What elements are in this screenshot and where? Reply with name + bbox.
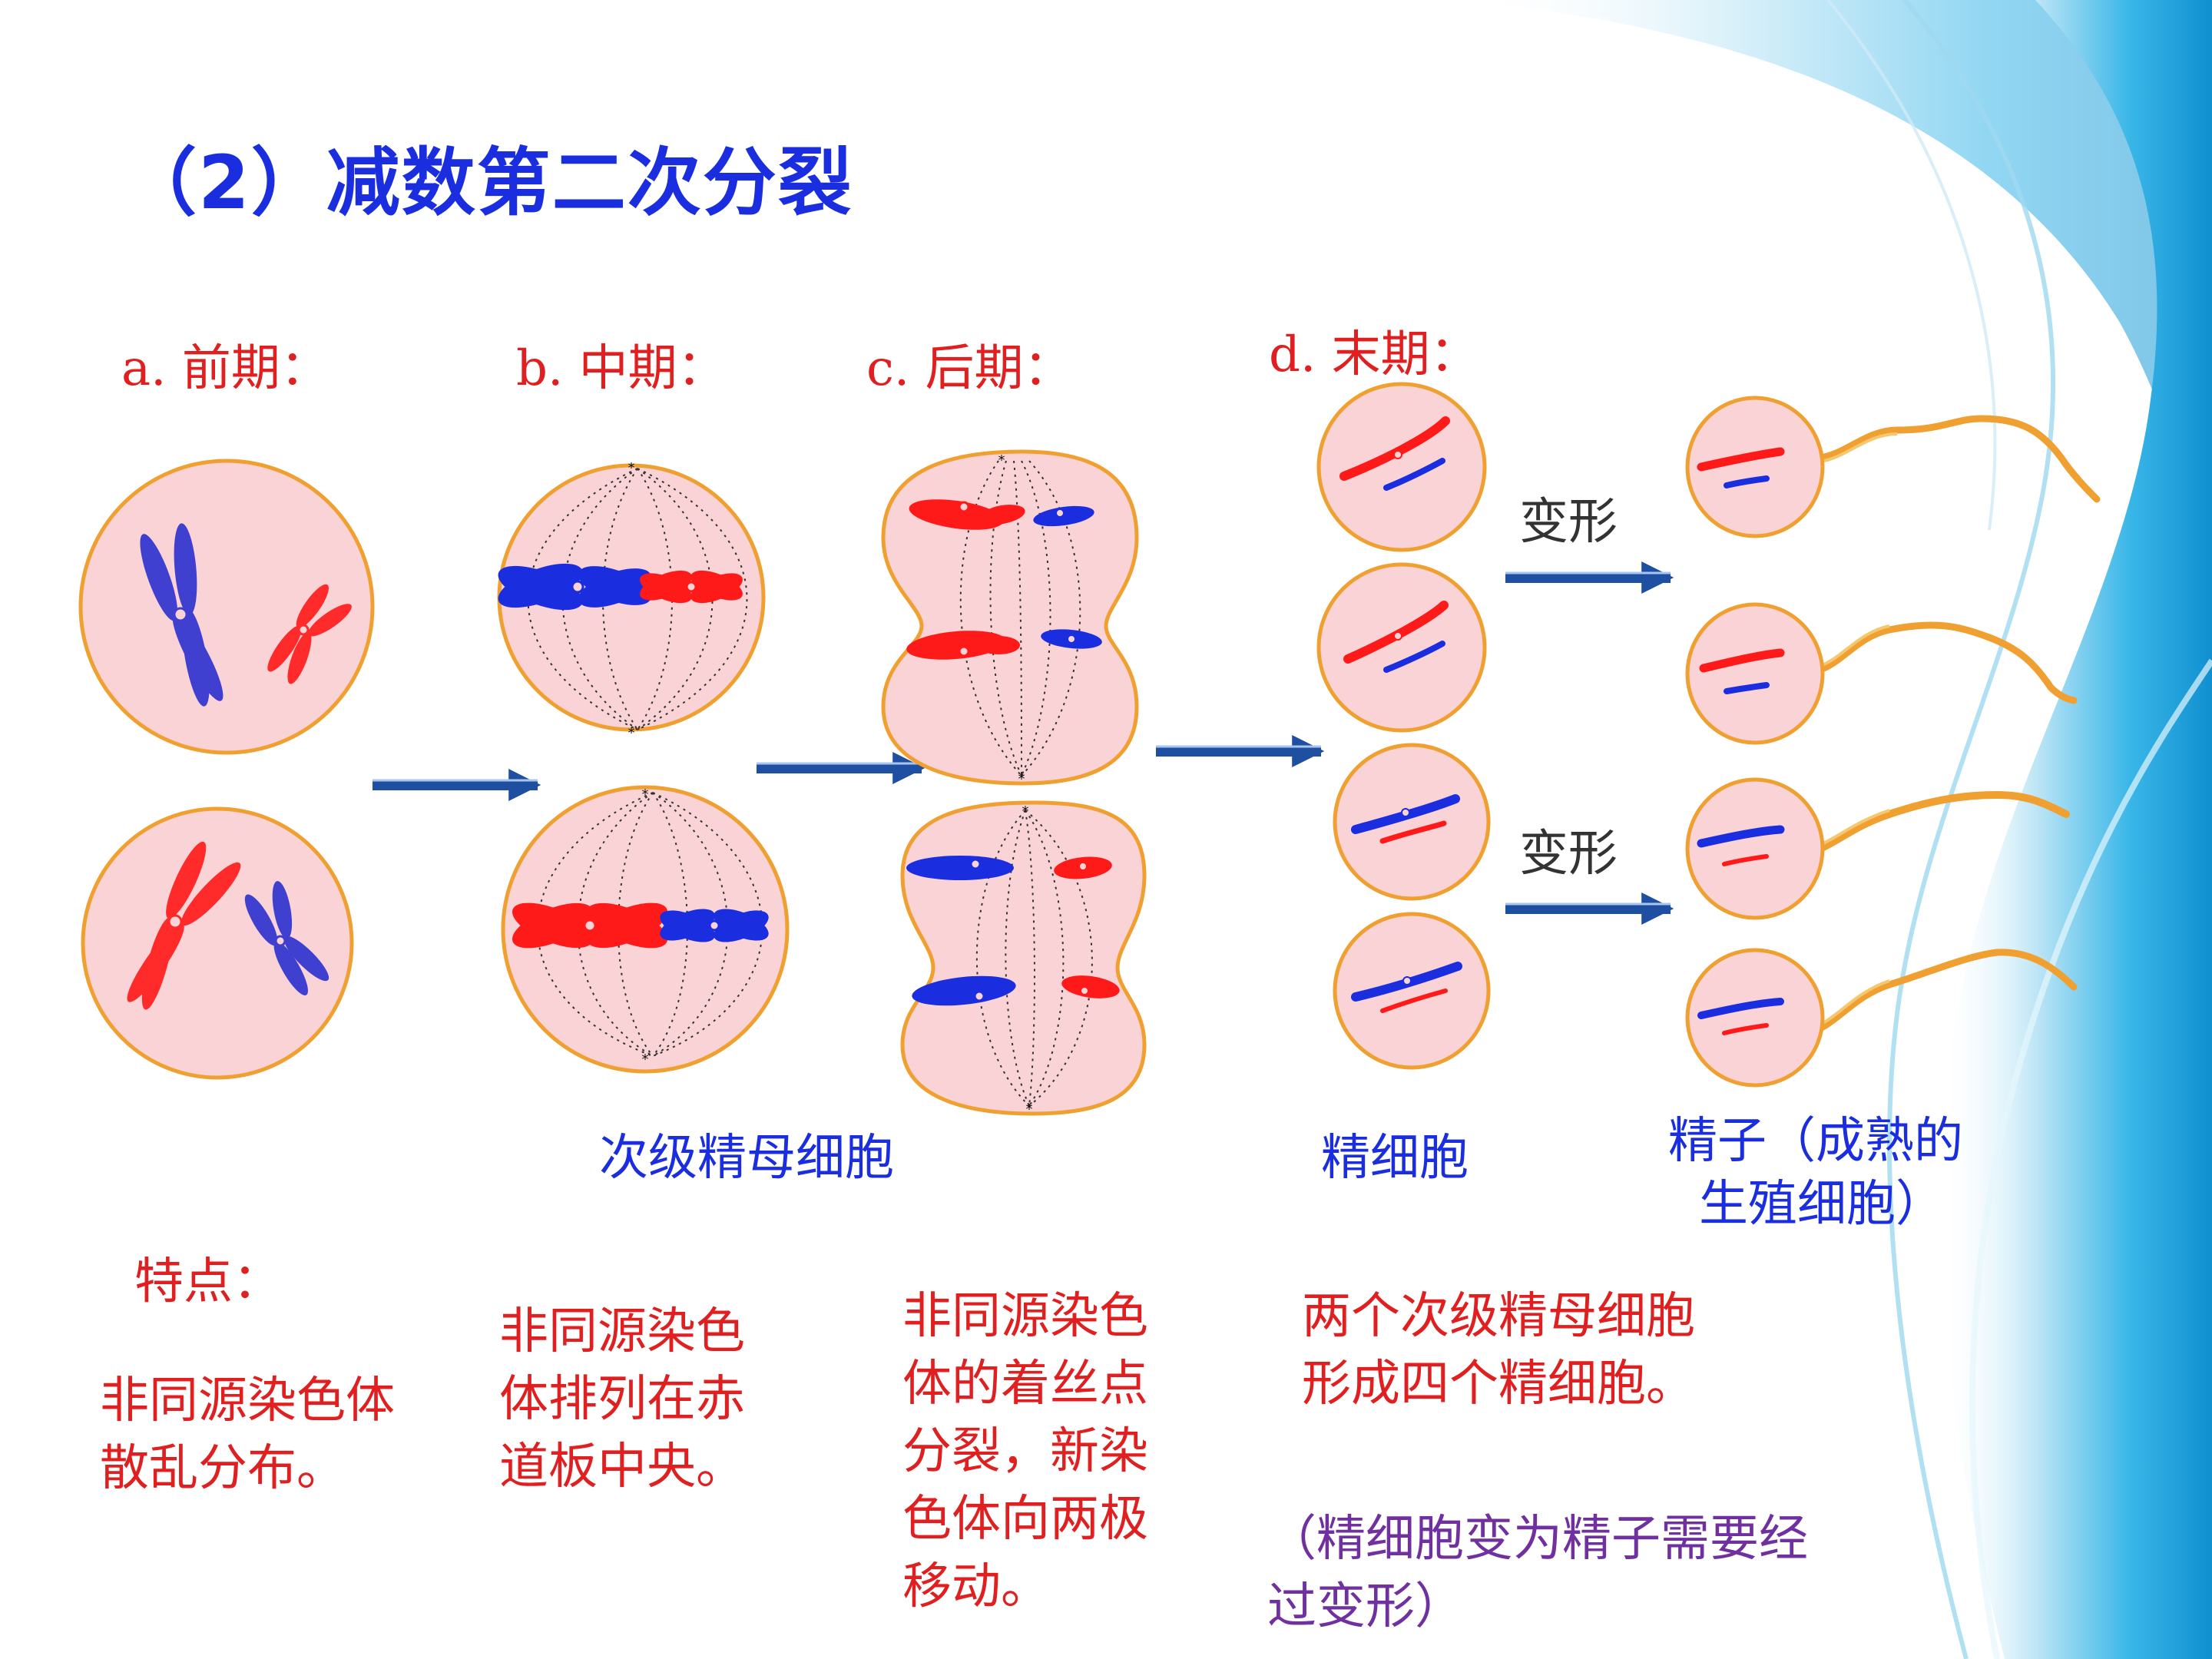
spermatid-4: [1333, 912, 1491, 1070]
transform-label-top: 变形: [1519, 494, 1618, 551]
chromosome-blue: [244, 881, 329, 995]
phase-label-prophase: a. 前期：: [121, 340, 329, 397]
svg-text:*: *: [628, 460, 635, 476]
metaphase-cell-bottom: * *: [501, 785, 790, 1074]
feature-anaphase: 非同源染色体的着丝点分裂，新染色体向两极移动。: [902, 1288, 1148, 1615]
anaphase-cell-bottom: * *: [900, 800, 1147, 1118]
label-sperm-line2: 生殖细胞）: [1699, 1176, 1945, 1233]
svg-text:*: *: [1026, 1101, 1033, 1118]
prophase-cell-bottom: [81, 806, 354, 1080]
sperm-2: [1685, 602, 2078, 745]
feature-telophase: 两个次级精母细胞形成四个精细胞。: [1302, 1288, 1695, 1412]
transform-label-bottom: 变形: [1519, 826, 1618, 882]
phase-label-telophase: d. 末期：: [1269, 326, 1479, 383]
svg-text:*: *: [642, 1051, 649, 1068]
chromosome-blue: [660, 909, 769, 942]
svg-text:*: *: [628, 725, 635, 741]
metaphase-cell-top: * *: [497, 460, 766, 741]
chromosome-blue: [498, 563, 651, 611]
sperm-4: [1685, 948, 2078, 1088]
label-sperm-line1: 精子（成熟的: [1668, 1113, 1963, 1170]
svg-text:*: *: [642, 786, 649, 803]
sperm-3: [1685, 777, 2070, 920]
chromosome-red: [127, 841, 241, 1010]
anaphase-cell-top: * *: [881, 449, 1139, 787]
phase-label-anaphase: c. 后期：: [866, 340, 1073, 397]
sperm-1: [1685, 396, 2101, 538]
chromosome-blue: [140, 523, 224, 707]
chromosome-red: [267, 584, 352, 684]
feature-prophase: 非同源染色体散乱分布。: [100, 1373, 395, 1497]
feature-metaphase: 非同源染色体排列在赤道板中央。: [499, 1303, 745, 1495]
label-spermatid: 精细胞: [1321, 1130, 1469, 1187]
chromosome-red: [640, 570, 743, 604]
prophase-cell-top: [78, 459, 375, 755]
phase-label-metaphase: b. 中期：: [516, 340, 727, 397]
svg-text:*: *: [1022, 803, 1029, 820]
spermatid-1: [1316, 382, 1487, 552]
label-secondary-spermatocyte: 次级精母细胞: [599, 1130, 894, 1187]
svg-text:*: *: [1018, 771, 1025, 787]
spermatid-2: [1316, 562, 1487, 733]
note-transformation: （精细胞变为精子需要经过变形）: [1267, 1511, 1808, 1635]
page-title: （2）减数第二次分裂: [123, 140, 853, 226]
chromosome-red: [512, 902, 668, 949]
svg-text:*: *: [998, 452, 1005, 469]
spermatid-3: [1333, 743, 1491, 901]
features-heading: 特点：: [134, 1253, 282, 1310]
